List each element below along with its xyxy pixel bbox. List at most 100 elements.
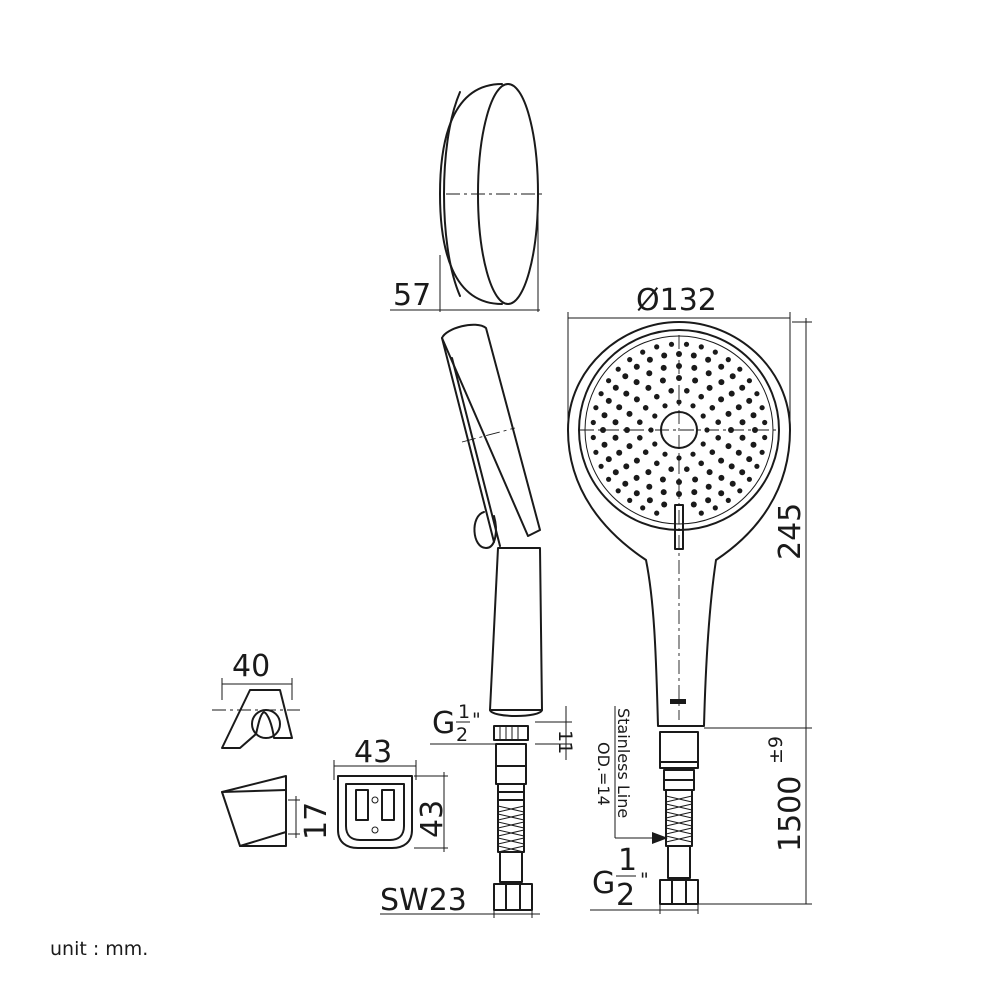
nozzle-hole [698, 460, 704, 467]
nozzle-hole [627, 497, 633, 503]
nozzle-hole [709, 405, 716, 411]
nozzle-hole [692, 377, 699, 384]
thread-left-inch: " [472, 709, 481, 731]
nozzle-hole [593, 449, 599, 455]
nozzle-hole [642, 405, 649, 411]
nozzle-hole [729, 480, 736, 487]
nozzle-hole [676, 479, 682, 485]
nozzle-hole [725, 357, 731, 363]
nozzle-hole [616, 404, 623, 411]
nozzle-hole [615, 488, 621, 494]
nozzle-hole [652, 441, 658, 447]
nozzle-hole [752, 427, 758, 433]
nozzle-hole [754, 463, 760, 469]
nozzle-hole [705, 497, 712, 504]
nozzle-hole [739, 469, 746, 476]
nozzle-hole [601, 441, 608, 448]
nozzle-hole [718, 490, 725, 497]
nozzle-hole [715, 435, 721, 441]
nozzle-hole [706, 384, 713, 391]
nozzle-hole [698, 510, 704, 516]
nozzle-hole [705, 483, 712, 490]
nozzle-hole [598, 463, 604, 469]
nozzle-hole [684, 466, 690, 473]
nozzle-hole [718, 379, 725, 386]
nozzle-hole [626, 443, 633, 450]
thread-right-denominator: 2 [616, 878, 635, 913]
nozzle-hole [606, 378, 612, 384]
nozzle-hole [750, 441, 757, 448]
nozzle-hole [691, 364, 698, 371]
nozzle-hole [690, 501, 697, 508]
nozzle-hole [662, 451, 668, 457]
nozzle-hole [725, 410, 732, 417]
nozzle-hole [690, 451, 696, 457]
nozzle-hole [728, 390, 735, 397]
nozzle-hole [698, 344, 704, 350]
bracket-depth-label: 17 [299, 802, 334, 840]
nozzle-hole [762, 419, 768, 426]
nozzle-hole [645, 384, 652, 391]
nozzle-hole [676, 351, 682, 357]
nozzle-hole [624, 427, 630, 433]
nozzle-hole [728, 463, 735, 470]
wall-holder-top-view: 40 [212, 649, 300, 749]
nozzle-hole [705, 356, 712, 363]
nozzle-hole [718, 396, 725, 403]
nozzle-hole [626, 410, 633, 417]
thread-left-numerator: 1 [458, 701, 470, 723]
nozzle-hole [623, 463, 630, 470]
nozzle-hole [593, 405, 599, 411]
nozzle-hole [709, 449, 716, 456]
nozzle-hole [746, 456, 753, 463]
thread-right-numerator: 1 [618, 843, 637, 878]
nozzle-hole [612, 434, 619, 441]
nozzle-hole [683, 341, 690, 347]
nozzle-hole [712, 505, 718, 511]
nozzle-hole [661, 352, 668, 359]
hose-note-line2: OD.=14 [594, 742, 613, 806]
nozzle-hole [718, 363, 725, 370]
nozzle-hole [698, 393, 704, 400]
nozzle-hole [739, 419, 746, 426]
nozzle-hole [735, 404, 742, 411]
nozzle-hole [700, 441, 706, 447]
nozzle-hole [654, 510, 660, 516]
nozzle-hole [712, 349, 718, 355]
nozzle-hole [676, 363, 682, 369]
thread-left-denominator: 2 [456, 724, 468, 746]
nozzle-hole [746, 397, 753, 404]
nozzle-hole [633, 457, 640, 464]
nozzle-hole [662, 403, 668, 409]
nozzle-hole [646, 483, 653, 490]
nozzle-hole [715, 419, 721, 426]
nozzle-hole [690, 403, 696, 409]
nozzle-hole [642, 449, 649, 456]
nozzle-hole [605, 397, 612, 404]
nozzle-hole [718, 474, 725, 481]
head-depth-label: 57 [393, 278, 431, 313]
nozzle-hole [622, 373, 629, 380]
nozzle-hole [746, 378, 753, 384]
nozzle-hole [704, 427, 710, 433]
shower-front-view: Ø132 245 1500 ±9 [567, 283, 812, 914]
hose-note-line1: Stainless Line [614, 708, 633, 818]
shower-side-view: 11 G 1 2 " SW23 [380, 323, 576, 918]
spray-nozzles [590, 341, 768, 516]
hose-length-label: 1500 [773, 776, 808, 852]
holder-width-label: 40 [232, 649, 270, 684]
nozzle-hole [640, 349, 646, 355]
bracket-height-label: 43 [415, 800, 450, 838]
nozzle-hole [605, 456, 612, 463]
nozzle-hole [646, 356, 653, 363]
unit-note: unit : mm. [50, 938, 148, 960]
nozzle-hole [601, 412, 608, 419]
nozzle-hole [640, 505, 646, 511]
nozzle-hole [706, 469, 713, 476]
nozzle-hole [646, 497, 653, 504]
nozzle-hole [612, 419, 619, 426]
bracket-width-label: 43 [354, 735, 392, 770]
nozzle-hole [754, 391, 760, 397]
nozzle-hole [598, 391, 604, 397]
nozzle-hole [627, 357, 633, 363]
